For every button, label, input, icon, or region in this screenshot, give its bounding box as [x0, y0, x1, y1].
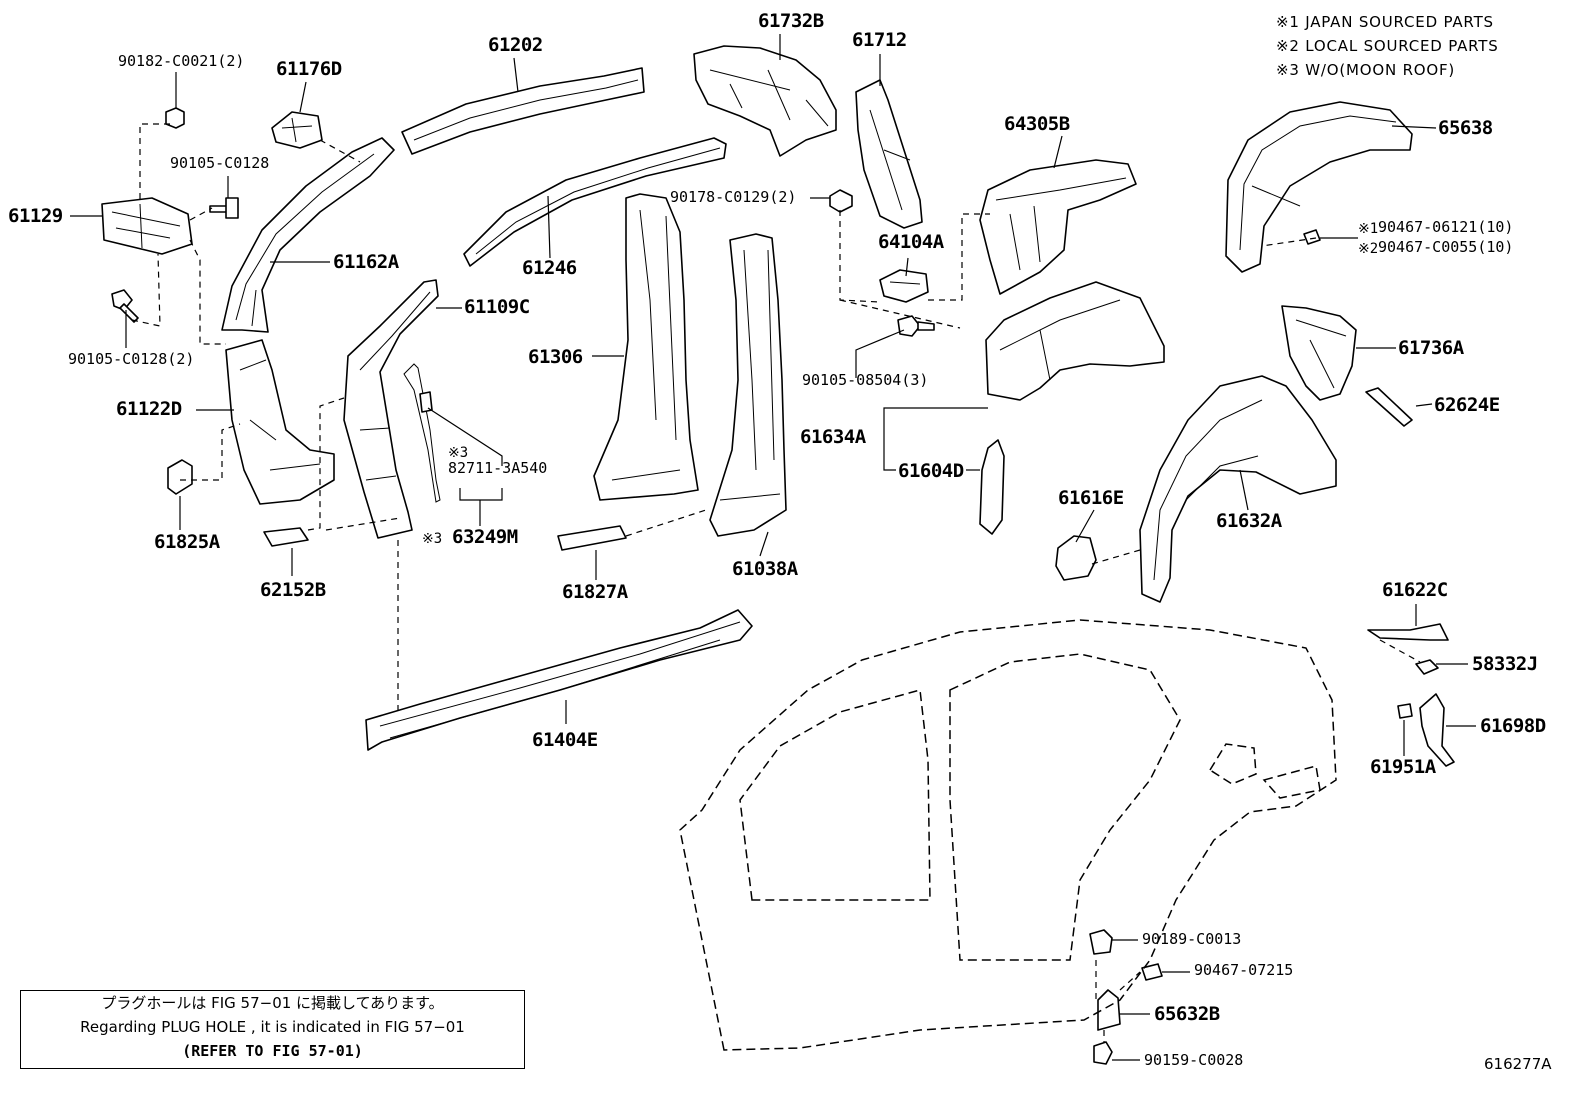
label-61825a: 61825A	[154, 531, 220, 553]
figure-id: 616277A	[1484, 1055, 1552, 1073]
part-61736a	[1281, 305, 1357, 401]
part-61038a	[709, 233, 787, 537]
part-61698d	[1419, 693, 1455, 767]
label-61951a: 61951A	[1370, 756, 1436, 778]
mark-moon-roof-82711: ※3	[448, 445, 469, 461]
label-90467-c0055: 90467-C0055(10)	[1378, 238, 1514, 256]
label-61712: 61712	[852, 29, 907, 51]
note-moon-roof: ※3 W/O(MOON ROOF)	[1276, 61, 1456, 79]
part-58332j	[1415, 659, 1439, 675]
part-61632a	[1139, 375, 1337, 603]
leader-lines	[70, 34, 1476, 1061]
part-62152b	[263, 527, 309, 547]
part-61202	[401, 67, 645, 155]
label-61736a: 61736A	[1398, 337, 1464, 359]
label-90467-07215: 90467-07215	[1194, 961, 1294, 979]
part-65638	[1225, 101, 1413, 273]
part-61176d	[271, 111, 323, 149]
label-65638: 65638	[1438, 117, 1493, 139]
part-61732b	[693, 45, 837, 157]
part-62624e	[1365, 387, 1413, 427]
part-61109c	[343, 279, 439, 539]
label-61732b: 61732B	[758, 10, 824, 32]
part-65632b	[1097, 989, 1121, 1031]
part-61162a	[221, 137, 395, 333]
part-61825a	[167, 459, 193, 495]
plug-hole-note-english: Regarding PLUG HOLE , it is indicated in…	[80, 1018, 465, 1036]
part-82711	[403, 363, 441, 503]
label-61622c: 61622C	[1382, 579, 1448, 601]
label-90105-08504: 90105-08504(3)	[802, 371, 929, 389]
label-61604d: 61604D	[898, 460, 964, 482]
part-90467-07215	[1141, 963, 1163, 981]
label-61246: 61246	[522, 257, 577, 279]
label-65632b: 65632B	[1154, 1003, 1220, 1025]
part-61129	[101, 197, 193, 255]
label-61634a: 61634A	[800, 426, 866, 448]
label-62624e: 62624E	[1434, 394, 1500, 416]
label-61202: 61202	[488, 34, 543, 56]
part-61404e	[365, 609, 753, 751]
label-90159-c0028: 90159-C0028	[1144, 1051, 1244, 1069]
label-82711-3a540: 82711-3A540	[448, 459, 548, 477]
part-61622c	[1367, 623, 1449, 641]
part-screw-90467	[1303, 229, 1321, 245]
plug-hole-note-box: プラグホールは FIG 57−01 に掲載してあります。 Regarding P…	[20, 990, 525, 1069]
label-61176d: 61176D	[276, 58, 342, 80]
mark-local-sourced: ※2	[1358, 241, 1379, 257]
label-90189-c0013: 90189-C0013	[1142, 930, 1242, 948]
plug-hole-reference: (REFER TO FIG 57-01)	[182, 1042, 363, 1060]
part-61951a	[1397, 703, 1413, 719]
label-61306: 61306	[528, 346, 583, 368]
label-61698d: 61698D	[1480, 715, 1546, 737]
label-61109c: 61109C	[464, 296, 530, 318]
note-local-sourced: ※2 LOCAL SOURCED PARTS	[1276, 37, 1499, 55]
label-64305b: 64305B	[1004, 113, 1070, 135]
label-61827a: 61827A	[562, 581, 628, 603]
body-side-outline	[679, 619, 1337, 1051]
label-62152b: 62152B	[260, 579, 326, 601]
label-64104a: 64104A	[878, 231, 944, 253]
label-61162a: 61162A	[333, 251, 399, 273]
plug-hole-note-japanese: プラグホールは FIG 57−01 に掲載してあります。	[101, 994, 444, 1012]
label-90178-c0129: 90178-C0129(2)	[670, 188, 797, 206]
label-61122d: 61122D	[116, 398, 182, 420]
part-61604d	[979, 439, 1005, 535]
label-90105-c0128: 90105-C0128	[170, 154, 270, 172]
part-61122d	[225, 339, 335, 505]
part-nut-90178	[829, 189, 853, 213]
label-61129: 61129	[8, 205, 63, 227]
part-nut-90182	[165, 107, 185, 129]
label-90467-06121: 90467-06121(10)	[1378, 218, 1514, 236]
mark-moon-roof-63249m: ※3	[422, 531, 443, 547]
mark-japan-sourced: ※1	[1358, 221, 1379, 237]
part-61306	[593, 193, 699, 501]
part-90159	[1093, 1041, 1113, 1065]
label-63249m: 63249M	[452, 526, 518, 548]
label-61038a: 61038A	[732, 558, 798, 580]
label-61616e: 61616E	[1058, 487, 1124, 509]
note-japan-sourced: ※1 JAPAN SOURCED PARTS	[1276, 13, 1494, 31]
label-90105-c0128-2: 90105-C0128(2)	[68, 350, 195, 368]
label-58332j: 58332J	[1472, 653, 1538, 675]
part-61246	[463, 137, 727, 267]
part-61712	[855, 79, 923, 229]
part-64104a	[879, 269, 929, 303]
label-61404e: 61404E	[532, 729, 598, 751]
part-61634a	[985, 281, 1165, 401]
part-bolt-90105a	[209, 197, 239, 219]
label-61632a: 61632A	[1216, 510, 1282, 532]
assembly-lines	[131, 123, 1421, 1042]
label-90182-c0021: 90182-C0021(2)	[118, 52, 245, 70]
part-90189	[1089, 929, 1113, 955]
part-bolt-90105c	[897, 315, 935, 337]
part-61827a	[557, 525, 627, 551]
part-bolt-90105b	[111, 289, 139, 323]
part-61616e	[1055, 535, 1097, 581]
part-64305b	[979, 159, 1137, 295]
